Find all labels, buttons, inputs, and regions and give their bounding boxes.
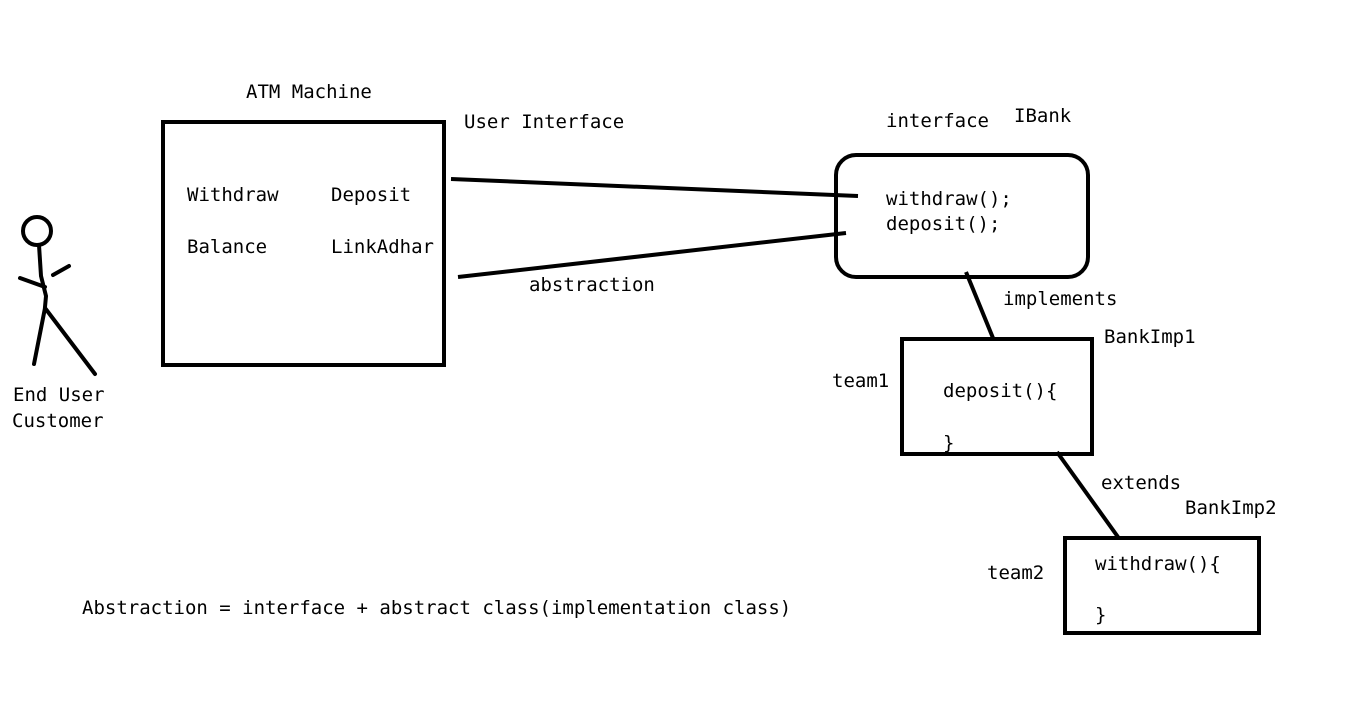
bankimp1-body-close: } [943, 432, 955, 454]
user-interface-label: User Interface [464, 111, 625, 133]
implements-connector [964, 271, 995, 339]
bankimp2-body-open: withdraw(){ [1095, 553, 1221, 575]
user-interface-connector [450, 177, 859, 198]
stick-figure-left-arm [18, 276, 47, 289]
atm-button-balance: Balance [187, 236, 268, 258]
bankimp2-body-close: } [1095, 604, 1107, 626]
abstraction-connector [457, 231, 847, 279]
extends-label: extends [1101, 472, 1182, 494]
atm-button-withdraw: Withdraw [187, 184, 279, 206]
stick-figure-head [21, 215, 53, 247]
stick-figure-left-leg [32, 306, 47, 366]
atm-button-deposit: Deposit [331, 184, 412, 206]
end-user-label: End User [13, 384, 105, 406]
bankimp1-box [900, 337, 1094, 456]
abstraction-label: abstraction [529, 274, 655, 296]
bankimp1-name: BankImp1 [1104, 326, 1196, 348]
extends-connector [1055, 450, 1120, 539]
stick-figure-icon [18, 215, 97, 376]
team2-label: team2 [987, 562, 1045, 584]
interface-keyword: interface [886, 110, 989, 132]
stick-figure-right-arm [51, 264, 71, 277]
ibank-name: IBank [1014, 105, 1072, 127]
ibank-interface-box [834, 153, 1090, 279]
bankimp2-box [1063, 536, 1261, 635]
atm-machine-box [161, 120, 446, 367]
atm-machine-title: ATM Machine [246, 81, 372, 103]
stick-figure-torso [37, 243, 49, 309]
customer-label: Customer [12, 410, 104, 432]
ibank-method-withdraw: withdraw(); [886, 188, 1012, 210]
ibank-method-deposit: deposit(); [886, 213, 1001, 235]
atm-button-linkadhar: LinkAdhar [331, 236, 434, 258]
abstraction-formula: Abstraction = interface + abstract class… [82, 597, 792, 619]
team1-label: team1 [832, 370, 890, 392]
bankimp2-name: BankImp2 [1185, 497, 1277, 519]
implements-label: implements [1003, 288, 1118, 310]
stick-figure-right-leg [43, 306, 97, 376]
bankimp1-body-open: deposit(){ [943, 380, 1058, 402]
